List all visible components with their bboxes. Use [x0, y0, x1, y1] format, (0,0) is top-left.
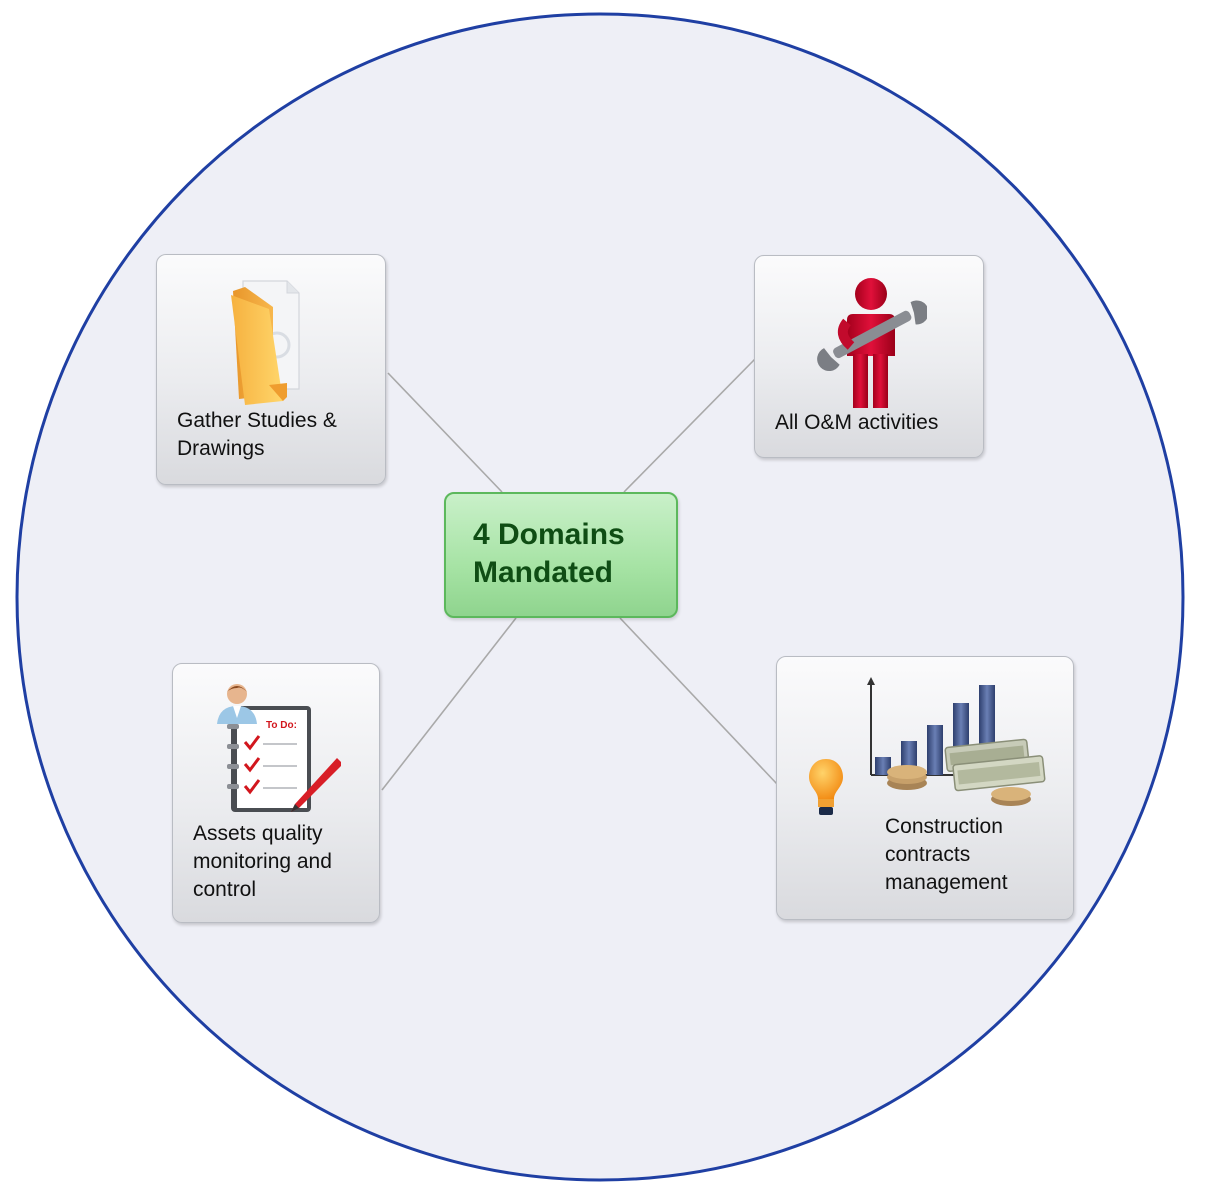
folder-icon [231, 280, 300, 405]
todo-checklist-icon: To Do: [217, 684, 341, 812]
money-bar-chart-icon [867, 677, 1046, 806]
connector-om [623, 358, 756, 493]
connector-gather [387, 372, 503, 493]
checklist-title: To Do: [266, 720, 297, 731]
center-node-label-line: Mandated [473, 556, 614, 589]
node-assets-label: Assets quality monitoring and control [193, 820, 332, 904]
node-om-activities[interactable]: All O&M activities [754, 255, 984, 458]
node-gather-studies[interactable]: Gather Studies & Drawings [156, 254, 386, 485]
node-assets-label-line: control [193, 878, 257, 901]
center-node-label: 4 Domains Mandated [473, 516, 625, 592]
connector-assets [381, 617, 517, 791]
node-contracts-label-line: management [885, 871, 1008, 894]
worker-wrench-icon [817, 278, 927, 408]
node-om-label-line: All O&M activities [775, 411, 939, 434]
node-contracts-label-line: Construction [885, 815, 1003, 838]
node-contracts-label: Construction contracts management [885, 813, 1008, 897]
node-assets-label-line: monitoring and [193, 850, 332, 873]
node-construction-contracts[interactable]: Construction contracts management [776, 656, 1074, 920]
lightbulb-icon [809, 759, 843, 815]
node-assets-quality[interactable]: To Do: Assets quality monitoring and con… [172, 663, 380, 923]
node-gather-label-line: Gather Studies & [177, 409, 337, 432]
node-gather-label: Gather Studies & Drawings [177, 407, 337, 463]
node-om-label: All O&M activities [775, 409, 938, 437]
node-gather-label-line: Drawings [177, 437, 265, 460]
node-assets-label-line: Assets quality [193, 822, 323, 845]
center-node[interactable]: 4 Domains Mandated [444, 492, 678, 618]
node-contracts-label-line: contracts [885, 843, 971, 866]
center-node-label-line: 4 Domains [473, 518, 625, 551]
connector-contracts [619, 617, 778, 785]
